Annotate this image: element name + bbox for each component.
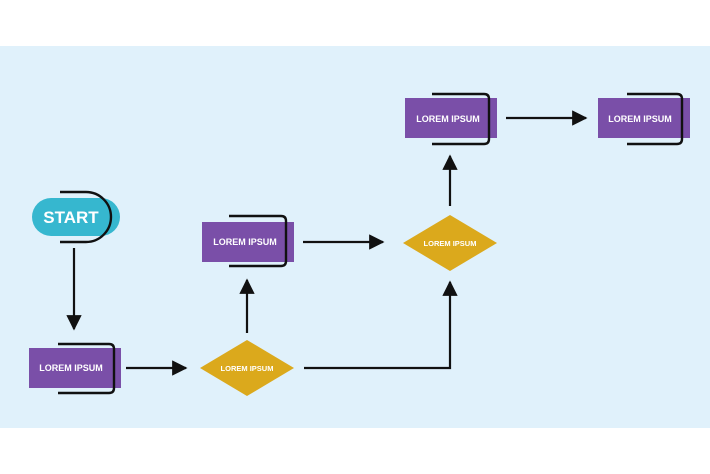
arrow-decision-1-to-decision-2	[304, 280, 458, 370]
process-step-2: LOREM IPSUM	[202, 214, 294, 268]
decision-node-2-shape	[403, 215, 497, 271]
decision-node-2: LOREM IPSUM	[403, 215, 497, 271]
process-step-1: LOREM IPSUM	[29, 342, 121, 395]
process-step-2-shape	[202, 222, 294, 262]
process-step-3-shape	[405, 98, 497, 138]
start-shape	[32, 198, 120, 236]
decision-node-1: LOREM IPSUM	[200, 340, 294, 396]
process-step-4: LOREM IPSUM	[598, 92, 690, 146]
process-step-3: LOREM IPSUM	[405, 92, 497, 146]
process-step-1-bracket	[58, 342, 116, 395]
decision-node-1-shape	[200, 340, 294, 396]
process-step-4-bracket	[627, 92, 684, 146]
start-label: START	[43, 208, 99, 227]
process-step-4-shape	[598, 98, 690, 138]
process-step-3-bracket	[432, 92, 491, 146]
decision-node-2-label: LOREM IPSUM	[424, 239, 477, 248]
process-step-2-bracket	[229, 214, 288, 268]
start-bracket	[60, 190, 113, 244]
decision-node-1-label: LOREM IPSUM	[221, 364, 274, 373]
process-step-1-label: LOREM IPSUM	[39, 363, 103, 373]
process-step-4-label: LOREM IPSUM	[608, 114, 672, 124]
connectors	[66, 110, 588, 376]
process-step-3-label: LOREM IPSUM	[416, 114, 480, 124]
start-node: START	[32, 190, 120, 244]
process-step-1-shape	[29, 348, 121, 388]
process-step-2-label: LOREM IPSUM	[213, 237, 277, 247]
